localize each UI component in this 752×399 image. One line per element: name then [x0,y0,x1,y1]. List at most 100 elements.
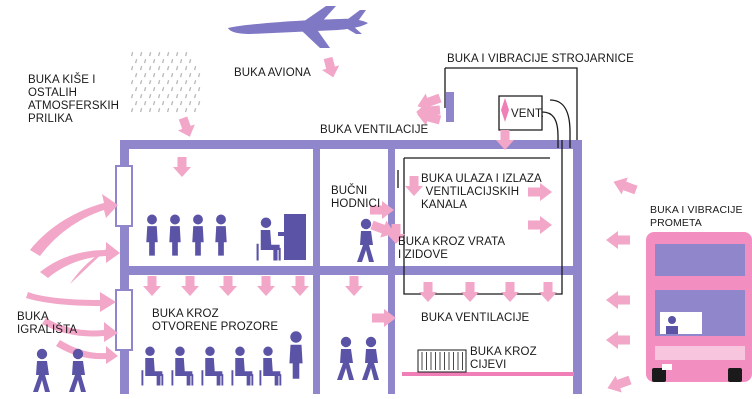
arrow-traffic [610,173,640,199]
label-aircraft: BUKA AVIONA [234,67,311,79]
rain-drop [193,108,197,113]
rain-drop [134,87,138,92]
rain-drop [175,108,179,113]
label-pipes-line1: BUKA KROZ [470,346,537,358]
person-icon [146,214,158,256]
bus-icon [646,232,752,382]
person-icon [171,346,194,386]
rain-drop [139,108,143,113]
piano-icon [278,214,306,260]
label-duct-inout-line2: VENTILACIJSKIH [425,186,520,198]
arrow-floor [257,276,275,296]
rain-drop [152,87,156,92]
arrow-floor [181,276,199,296]
rain-drop [143,87,147,92]
label-pipes: BUKA KROZ CIJEVI [470,346,537,372]
rain-drop [139,66,143,71]
rain-drop [170,72,174,78]
building-walls [120,140,582,394]
rain-drop [134,73,138,78]
label-through-doors: BUKA KROZ VRATA I ZIDOVE [398,236,505,262]
rain-drop [157,108,161,113]
rain-drop [179,58,183,64]
rain-drop [130,80,134,85]
arrow-floor [219,276,237,296]
label-rain-line4: PRILIKA [28,113,73,125]
label-ventilation-bottom: BUKA VENTILACIJE [421,312,530,324]
arrow-traffic [606,231,630,249]
rain-drop [139,80,143,85]
rain-drop [134,101,138,106]
person-icon [362,336,379,380]
label-duct-inout-line1: BUKA ULAZA I IZLAZA [421,173,542,185]
arrow-vent-lower [539,282,557,302]
rain-drop [152,58,156,64]
airplane-icon [228,6,368,48]
person-icon [357,218,374,262]
rain-drop [175,80,179,85]
person-icon [259,346,282,386]
rain-drop [170,58,174,64]
rain-icon [130,51,201,113]
rain-drop [152,73,156,78]
rain-drop [139,51,143,57]
rain-drop [193,66,197,71]
rain-drop [184,52,188,57]
rain-drop [148,108,152,113]
rain-drop [130,94,134,99]
rain-drop [170,87,174,92]
rain-drop [166,66,170,71]
rain-drop [184,80,188,85]
arrow-floor [143,276,161,296]
arrow-vent-lower [501,282,519,302]
arrow-floor [291,276,309,296]
arrow-floor [345,276,363,296]
rain-drop [157,66,161,71]
rain-drop [188,73,192,78]
rain-drop [197,73,201,78]
rain-drop [157,94,161,99]
person-icon [192,214,204,256]
rain-drop [197,101,201,106]
arrow-aircraft [319,55,342,80]
label-pipes-line2: CIJEVI [470,359,507,371]
label-corridors-line1: BUČNI [331,185,368,197]
rain-drop [188,101,192,106]
rain-drop [184,108,188,113]
rain-drop [188,87,192,92]
person-icon [169,214,181,256]
arrow-traffic [606,331,630,349]
person-icon [141,346,164,386]
label-duct-inout-line3: KANALA [421,199,467,211]
person-icon [337,336,354,380]
curved-arrows [26,194,120,364]
rain-drop [179,100,183,106]
rain-drop [148,66,152,71]
windows [115,165,133,351]
rain-drop [170,101,174,106]
rain-drop [139,94,143,99]
rain-drop [197,87,201,92]
label-traffic: BUKA I VIBRACIJE PROMETA [650,204,743,230]
rain-drop [143,101,147,106]
label-traffic-line2: PROMETA [650,217,702,229]
label-corridors: BUČNI HODNICI [331,185,380,211]
label-playground: BUKA IGRALIŠTA [17,311,77,337]
rain-drop [184,66,188,71]
rain-drop [179,87,183,92]
label-ventilation-top: BUKA VENTILACIJE [320,124,429,136]
rain-drop [161,87,165,92]
rain-drop [161,59,165,64]
label-open-windows: BUKA KROZ OTVORENE PROZORE [152,308,278,334]
label-through-doors-line1: BUKA KROZ VRATA [398,236,506,248]
label-machine-room: BUKA I VIBRACIJE STROJARNICE [447,53,634,65]
rain-drop [148,80,152,85]
rain-drop [130,66,134,71]
rain-drop [134,58,138,64]
rain-drop [148,94,152,99]
label-open-windows-line2: OTVORENE PROZORE [152,321,279,333]
rain-drop [130,52,134,57]
rain-drop [148,52,152,57]
